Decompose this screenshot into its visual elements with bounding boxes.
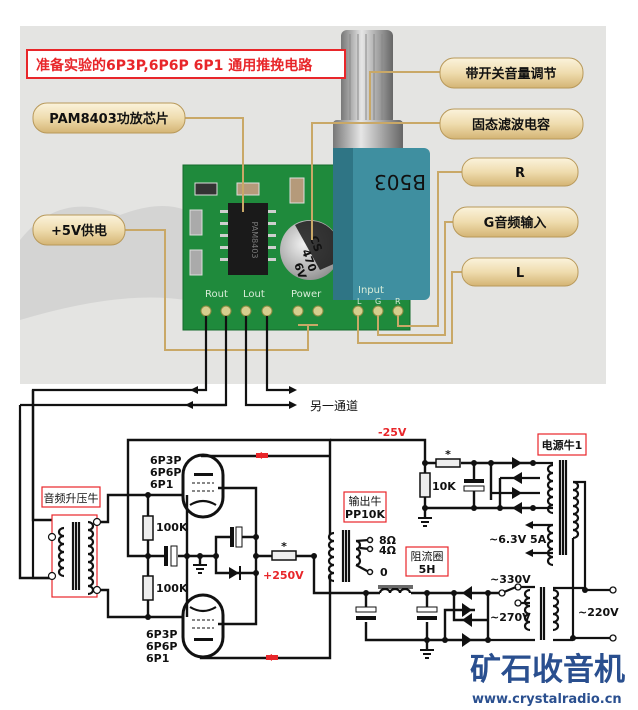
volume-knob: [333, 30, 403, 152]
silk-lout: Lout: [243, 289, 265, 300]
r-bottom-label: 100K: [156, 582, 188, 595]
input-transformer-box: [51, 514, 98, 598]
silk-rout: Rout: [205, 289, 228, 300]
label-r: R: [461, 157, 579, 187]
v270-label: ~270V: [490, 611, 531, 624]
b-plus-resistor: [271, 550, 297, 561]
r-top-label: 100K: [156, 521, 188, 534]
power-transformer: [523, 460, 580, 640]
choke-value: 5H: [419, 563, 436, 576]
v330-label: ~330V: [490, 573, 531, 586]
tube-bottom-type-2: 6P6P: [146, 640, 177, 653]
title-box: [26, 49, 346, 79]
grid-resistor-top: [142, 515, 154, 541]
tap-8ohm: 8Ω: [379, 534, 397, 547]
potentiometer: B503: [333, 148, 430, 300]
b-plus-label: +250V: [263, 569, 304, 582]
label-volume-text: 带开关音量调节: [465, 66, 556, 82]
tube-top-type-1: 6P3P: [150, 454, 181, 467]
tube-top-type-2: 6P6P: [150, 466, 181, 479]
label-chip-text: PAM8403功放芯片: [49, 111, 169, 127]
schematic: 音频升压牛 100K 100K: [18, 390, 619, 665]
label-g-input-text: G音频输入: [484, 215, 547, 231]
choke-label: 阻流圈: [411, 549, 444, 563]
output-transformer-label: 输出牛: [349, 494, 382, 508]
bias-resistor: [435, 458, 461, 468]
star-2: *: [445, 448, 451, 461]
tube-top: [181, 453, 225, 519]
r-bias-label: 10K: [432, 480, 456, 493]
v220-label: ~220V: [578, 606, 619, 619]
filter-capacitor: CS 470 6V: [280, 220, 341, 281]
label-capacitor: 固态滤波电容: [439, 108, 584, 140]
pam8403-chip: [228, 203, 268, 275]
label-power-text: +5V供电: [51, 223, 107, 239]
tube-bottom-type-3: 6P1: [146, 652, 169, 665]
star-1: *: [281, 540, 287, 553]
heater-label: ~6.3V 5A: [489, 533, 547, 546]
silk-power: Power: [291, 289, 322, 300]
power-transformer-label: 电源牛1: [542, 438, 583, 452]
other-channel-label: 另一通道: [310, 399, 358, 413]
watermark-logo: 矿石收音机: [470, 652, 625, 688]
watermark-url: www.crystalradio.cn: [472, 692, 622, 707]
bias-10k-resistor: [419, 472, 431, 498]
output-transformer-impedance: PP10K: [345, 508, 385, 521]
silk-r: R: [395, 297, 401, 306]
tube-bottom: [181, 593, 225, 659]
tube-top-type-3: 6P1: [150, 478, 173, 491]
label-volume: 带开关音量调节: [439, 57, 584, 89]
input-transformer: [57, 520, 95, 596]
label-l-text: L: [516, 266, 524, 281]
silk-l: L: [357, 297, 362, 306]
bias-label: -25V: [378, 426, 407, 439]
pot-marking: B503: [374, 170, 426, 194]
title: 准备实验的6P3P,6P6P 6P1 通用推挽电路: [36, 57, 313, 74]
grid-resistor-bottom: [142, 575, 154, 601]
silk-g: G: [375, 297, 381, 306]
label-g-input: G音频输入: [452, 206, 579, 238]
output-transformer: [327, 530, 362, 583]
label-power: +5V供电: [32, 214, 126, 246]
tube-bottom-type-1: 6P3P: [146, 628, 177, 641]
photo-module: PAM8403 CS 470 6V B503 Rout Lout Power: [20, 26, 606, 384]
chip-marking: PAM8403: [250, 221, 259, 258]
input-transformer-label: 音频升压牛: [44, 491, 99, 505]
label-r-text: R: [515, 166, 525, 181]
label-capacitor-text: 固态滤波电容: [472, 117, 550, 133]
tap-4ohm: 4Ω: [379, 544, 397, 557]
label-chip: PAM8403功放芯片: [32, 102, 186, 134]
silk-input: Input: [358, 285, 384, 296]
tap-0: 0: [380, 566, 388, 579]
cap-marking-3: 6V: [291, 261, 309, 281]
label-l: L: [461, 257, 579, 287]
leader-lines: [125, 71, 462, 351]
